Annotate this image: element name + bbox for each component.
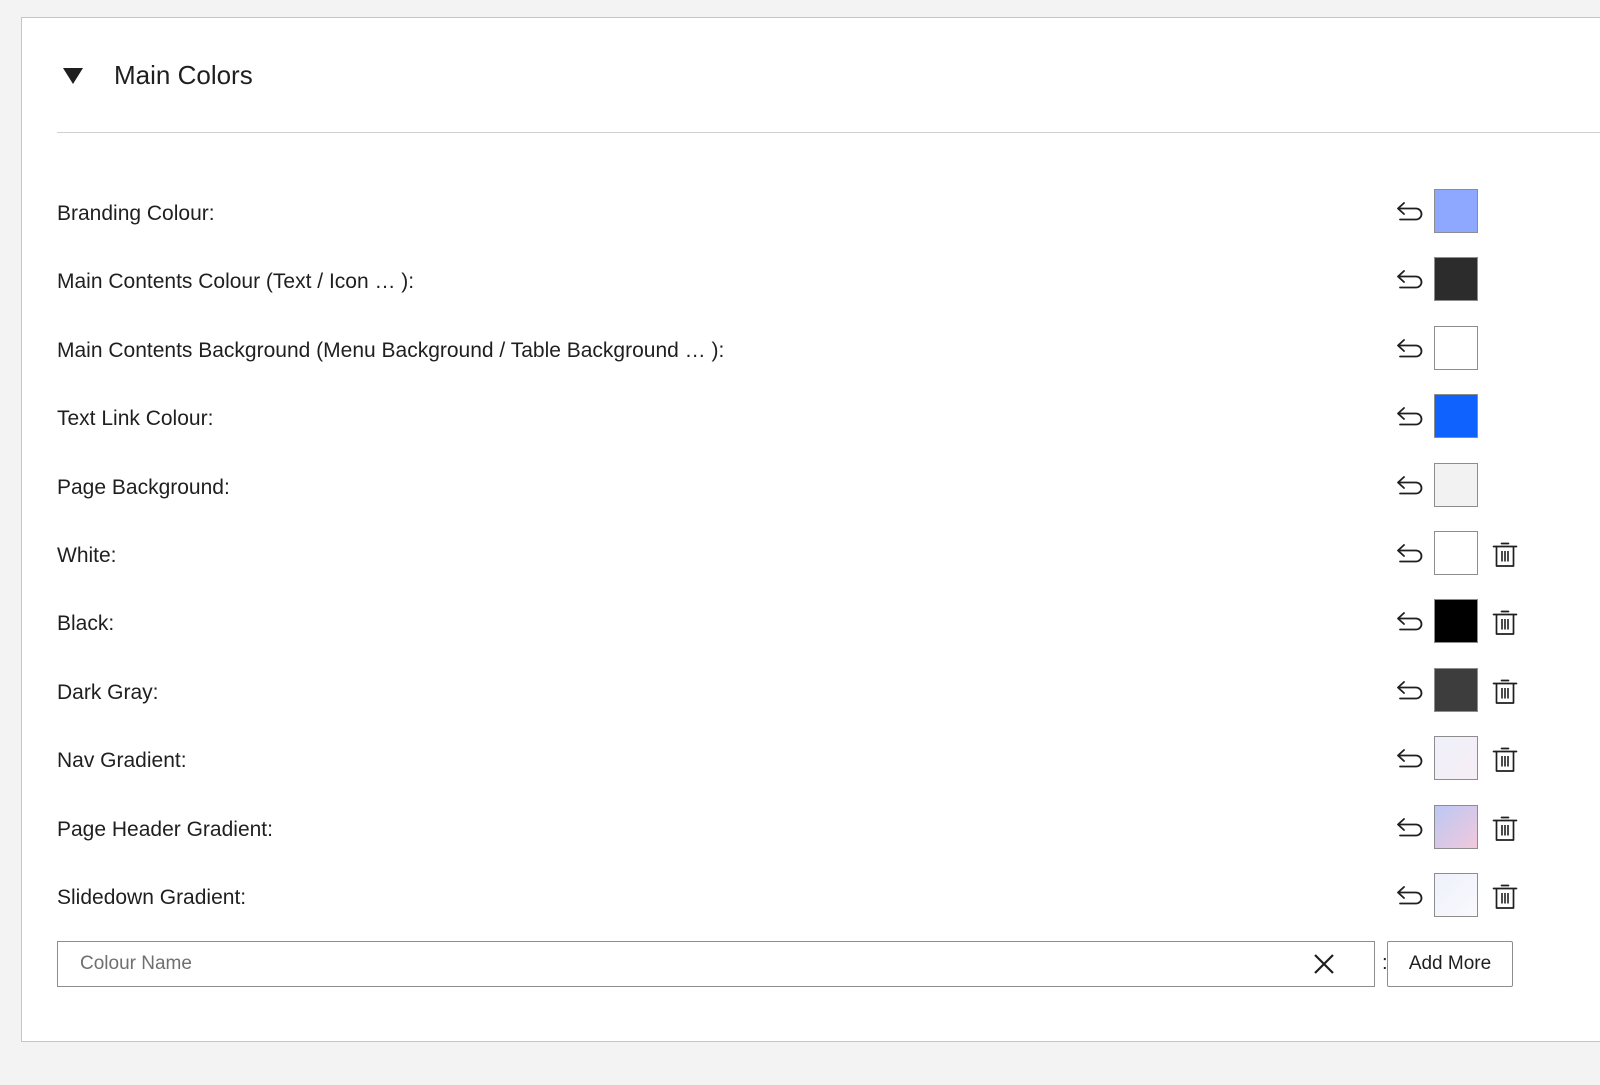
color-swatch[interactable] bbox=[1434, 667, 1478, 712]
color-swatch[interactable] bbox=[1434, 530, 1478, 575]
colour-name-input[interactable] bbox=[58, 942, 1298, 986]
color-label: Dark Gray: bbox=[57, 680, 159, 704]
undo-arrow-icon[interactable] bbox=[1395, 267, 1425, 293]
undo-arrow-icon[interactable] bbox=[1395, 404, 1425, 430]
color-swatch[interactable] bbox=[1434, 736, 1478, 781]
caret-down-icon[interactable] bbox=[63, 68, 83, 84]
section-title: Main Colors bbox=[114, 60, 253, 90]
color-label: Text Link Colour: bbox=[57, 407, 214, 431]
color-row: Nav Gradient: bbox=[57, 725, 1527, 793]
undo-arrow-icon[interactable] bbox=[1395, 746, 1425, 772]
color-swatch[interactable] bbox=[1434, 257, 1478, 302]
color-row: Page Background: bbox=[57, 452, 1527, 520]
color-row: Main Contents Colour (Text / Icon … ): bbox=[57, 246, 1527, 314]
color-row: Slidedown Gradient: bbox=[57, 862, 1527, 930]
add-more-button[interactable]: Add More bbox=[1387, 941, 1513, 987]
undo-arrow-icon[interactable] bbox=[1395, 609, 1425, 635]
section-header[interactable]: Main Colors bbox=[57, 18, 1600, 133]
color-row: Branding Colour: bbox=[57, 178, 1527, 246]
trash-icon[interactable] bbox=[1492, 540, 1518, 568]
undo-arrow-icon[interactable] bbox=[1395, 678, 1425, 704]
undo-arrow-icon[interactable] bbox=[1395, 541, 1425, 567]
trash-icon[interactable] bbox=[1492, 745, 1518, 773]
close-icon[interactable] bbox=[1312, 952, 1336, 976]
color-label: Main Contents Colour (Text / Icon … ): bbox=[57, 270, 415, 294]
trash-icon[interactable] bbox=[1492, 608, 1518, 636]
undo-arrow-icon[interactable] bbox=[1395, 199, 1425, 225]
color-swatch[interactable] bbox=[1434, 325, 1478, 370]
color-row: Page Header Gradient: bbox=[57, 794, 1527, 862]
color-label: Branding Colour: bbox=[57, 202, 215, 225]
color-swatch[interactable] bbox=[1434, 872, 1478, 917]
color-label: Page Header Gradient: bbox=[57, 817, 273, 841]
color-row: Black: bbox=[57, 588, 1527, 656]
color-swatch[interactable] bbox=[1434, 462, 1478, 507]
trash-icon[interactable] bbox=[1492, 814, 1518, 842]
trash-icon[interactable] bbox=[1492, 677, 1518, 705]
undo-arrow-icon[interactable] bbox=[1395, 473, 1425, 499]
color-swatch[interactable] bbox=[1434, 189, 1478, 233]
colour-name-field bbox=[57, 941, 1375, 987]
separator-colon: : bbox=[1382, 952, 1388, 974]
color-row: Text Link Colour: bbox=[57, 383, 1527, 451]
color-label: Nav Gradient: bbox=[57, 749, 187, 773]
undo-arrow-icon[interactable] bbox=[1395, 883, 1425, 909]
color-label: Black: bbox=[57, 612, 115, 636]
color-swatch[interactable] bbox=[1434, 804, 1478, 849]
color-row: Dark Gray: bbox=[57, 657, 1527, 725]
color-list: Branding Colour: Main Contents Colour (Te… bbox=[57, 178, 1527, 930]
main-colors-panel: Main Colors Branding Colour: Main Content… bbox=[21, 17, 1600, 1042]
color-label: Main Contents Background (Menu Backgroun… bbox=[57, 338, 725, 362]
color-swatch[interactable] bbox=[1434, 394, 1478, 439]
undo-arrow-icon[interactable] bbox=[1395, 336, 1425, 362]
trash-icon[interactable] bbox=[1492, 882, 1518, 910]
color-row: White: bbox=[57, 520, 1527, 588]
color-swatch[interactable] bbox=[1434, 599, 1478, 644]
color-label: Page Background: bbox=[57, 475, 230, 499]
color-label: White: bbox=[57, 543, 117, 567]
add-colour-row: : Add More bbox=[57, 941, 1517, 987]
undo-arrow-icon[interactable] bbox=[1395, 815, 1425, 841]
color-label: Slidedown Gradient: bbox=[57, 885, 247, 909]
color-row: Main Contents Background (Menu Backgroun… bbox=[57, 315, 1527, 383]
